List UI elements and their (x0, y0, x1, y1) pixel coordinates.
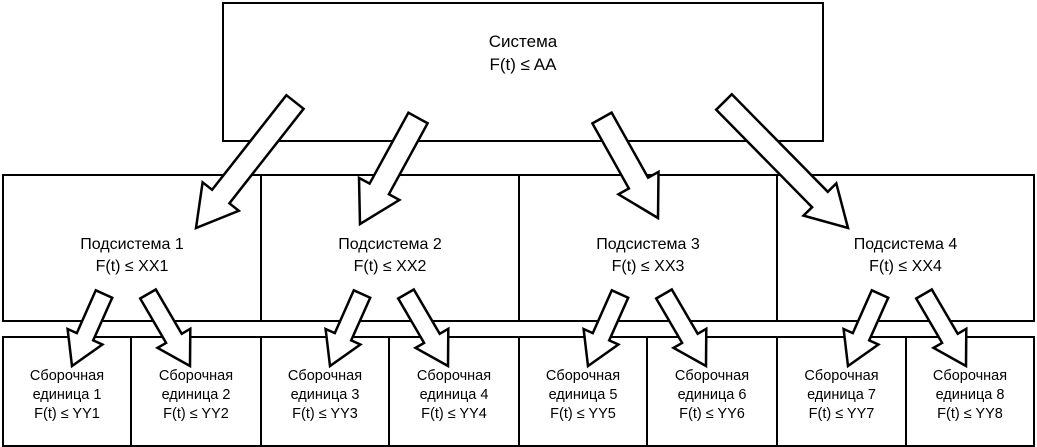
assembly-unit-line2: единица 2 (161, 387, 231, 403)
assembly-unit-formula: F(t) ≤ YY5 (550, 406, 616, 422)
assembly-unit-box-7: Сборочная единица 7 F(t) ≤ YY7 (776, 336, 907, 447)
assembly-unit-line2: единица 6 (677, 387, 747, 403)
assembly-unit-box-5: Сборочная единица 5 F(t) ≤ YY5 (518, 336, 648, 447)
assembly-unit-formula: F(t) ≤ YY2 (163, 406, 229, 422)
assembly-unit-formula: F(t) ≤ YY6 (679, 406, 745, 422)
subsystem-title: Подсистема 1 (80, 236, 184, 253)
assembly-unit-line1: Сборочная (932, 368, 1008, 384)
system-box: Система F(t) ≤ AA (222, 2, 824, 142)
assembly-unit-formula: F(t) ≤ YY1 (34, 406, 100, 422)
assembly-unit-line1: Сборочная (158, 368, 234, 384)
assembly-unit-formula: F(t) ≤ YY7 (808, 406, 875, 422)
assembly-unit-box-6: Сборочная единица 6 F(t) ≤ YY6 (646, 336, 778, 447)
assembly-unit-line1: Сборочная (674, 368, 750, 384)
assembly-unit-line2: единица 1 (32, 387, 102, 403)
assembly-unit-line1: Сборочная (416, 368, 492, 384)
subsystem-box-4: Подсистема 4 F(t) ≤ XX4 (776, 174, 1035, 322)
assembly-unit-line2: единица 7 (807, 387, 876, 403)
subsystem-formula: F(t) ≤ XX4 (869, 258, 942, 275)
assembly-unit-box-8: Сборочная единица 8 F(t) ≤ YY8 (905, 336, 1035, 447)
assembly-unit-line1: Сборочная (804, 368, 879, 384)
assembly-unit-box-2: Сборочная единица 2 F(t) ≤ YY2 (130, 336, 262, 447)
assembly-unit-formula: F(t) ≤ YY8 (937, 406, 1003, 422)
subsystem-title: Подсистема 2 (338, 236, 442, 253)
assembly-unit-line1: Сборочная (287, 368, 363, 384)
assembly-unit-box-1: Сборочная единица 1 F(t) ≤ YY1 (2, 336, 132, 447)
system-title: Система (488, 32, 558, 51)
subsystem-formula: F(t) ≤ XX3 (611, 258, 685, 275)
assembly-unit-line1: Сборочная (29, 368, 105, 384)
assembly-unit-formula: F(t) ≤ YY3 (292, 406, 358, 422)
assembly-unit-line2: единица 4 (419, 387, 489, 403)
assembly-unit-formula: F(t) ≤ YY4 (421, 406, 487, 422)
system-formula: F(t) ≤ AA (489, 55, 557, 74)
subsystem-title: Подсистема 4 (853, 236, 958, 253)
assembly-unit-line2: единица 5 (548, 387, 618, 403)
assembly-unit-box-3: Сборочная единица 3 F(t) ≤ YY3 (260, 336, 390, 447)
subsystem-box-1: Подсистема 1 F(t) ≤ XX1 (2, 174, 262, 322)
assembly-unit-line1: Сборочная (545, 368, 621, 384)
subsystem-formula: F(t) ≤ XX1 (95, 258, 169, 275)
subsystem-box-2: Подсистема 2 F(t) ≤ XX2 (260, 174, 520, 322)
subsystem-formula: F(t) ≤ XX2 (353, 258, 427, 275)
assembly-unit-box-4: Сборочная единица 4 F(t) ≤ YY4 (388, 336, 520, 447)
subsystem-box-3: Подсистема 3 F(t) ≤ XX3 (518, 174, 778, 322)
assembly-unit-line2: единица 8 (935, 387, 1005, 403)
assembly-unit-line2: единица 3 (290, 387, 360, 403)
subsystem-title: Подсистема 3 (596, 236, 700, 253)
